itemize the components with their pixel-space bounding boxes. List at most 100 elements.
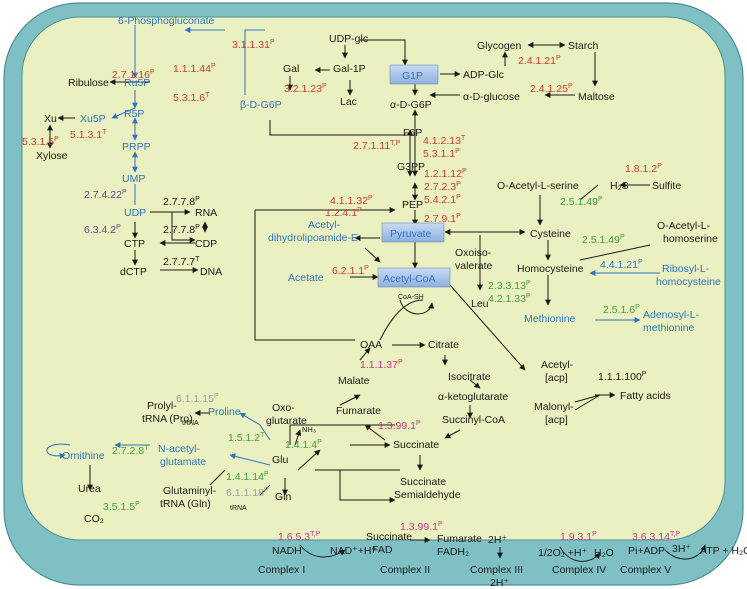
metabolite-lac: Lac [340, 96, 357, 108]
enzyme-2-7-2-8: 2.7.2.8T [112, 445, 149, 457]
acetyl-coa-box [377, 267, 451, 288]
metabolite-dna: DNA [200, 266, 222, 278]
metabolite-leu: Leu [471, 298, 489, 310]
enzyme-1-2-4-1: 1.2.4.1P [325, 207, 362, 219]
metabolite-n-acetyl-glutamate-l2: glutamate [160, 456, 206, 468]
cell-interior [21, 16, 726, 541]
metabolite-acetyl-coa: Acetyl-CoA [383, 273, 436, 285]
metabolite-fumarate-membrane: Fumarate [437, 533, 482, 545]
enzyme-5-3-1-6: 5.3.1.6T [173, 92, 210, 104]
metabolite-cdp: CDP [195, 238, 217, 250]
metabolite-acetyl-acp-l2: [acp] [545, 372, 568, 384]
enzyme-1-8-1-2: 1.8.1.2P [625, 163, 662, 175]
enzyme-2-3-3-13: 2.3.3.13P [488, 280, 531, 292]
metabolite-alpha-ketoglutarate: α-ketoglutarate [438, 391, 508, 403]
enzyme-2-7-7-7: 2.7.7.7T [163, 256, 200, 268]
enzyme-5-3-1-1: 5.3.1.1P [423, 148, 460, 160]
enzyme-1-2-1-12: 1.2.1.12P [424, 168, 467, 180]
enzyme-4-2-1-33: 4.2.1.33P [488, 293, 531, 305]
enzyme-1-6-5-3: 1.6.5.3T,P [278, 531, 321, 543]
enzyme-2-5-1-6: 2.5.1.6P [603, 304, 640, 316]
metabolite-ribosyl-homocysteine-l2: homocysteine [656, 276, 721, 288]
label-complex-i: Complex I [258, 564, 305, 576]
metabolite-r5p: R5P [124, 108, 144, 120]
enzyme-1-3-99-1-a: 1.3.99.1P [378, 420, 421, 432]
metabolite-sulfite: Sulfite [652, 180, 681, 192]
metabolite-o-acetyl-homoserine-l2: homoserine [663, 233, 718, 245]
label-complex-iii: Complex III [470, 564, 523, 576]
metabolite-fadh2: FADH₂ [437, 546, 469, 558]
metabolite-prolyl-trna-l1: Prolyl- [147, 400, 177, 412]
metabolite-ribosyl-homocysteine-l1: Ribosyl-L- [662, 263, 710, 275]
enzyme-4-4-1-21: 4.4.1.21P [600, 259, 643, 271]
metabolite-alpha-d-g6p: α-D-G6P [390, 99, 432, 111]
enzyme-2-7-1-11: 2.7.1.11T,P [353, 140, 401, 152]
metabolite-glu: Glu [272, 454, 289, 466]
enzyme-labels: 3.1.1.31P 1.1.1.44P 2.7.1.16P 5.3.1.6T 5… [22, 39, 680, 543]
enzyme-2-7-2-3: 2.7.2.3P [424, 181, 461, 193]
metabolite-ornithine: Ornithine [62, 450, 105, 462]
metabolite-beta-d-g6p: β-D-G6P [240, 99, 282, 111]
enzyme-2-4-1-21: 2.4.1.21P [518, 55, 561, 67]
metabolite-succinate: Succinate [393, 439, 439, 451]
metabolite-gln: Gln [275, 491, 292, 503]
enzyme-6-3-4-2: 6.3.4.2P [84, 224, 121, 236]
metabolite-glutaminyl-trna-l2: tRNA (Gln) [160, 498, 211, 510]
metabolite-pyruvate: Pyruvate [390, 228, 432, 240]
metabolite-xu5p: Xu5P [80, 113, 106, 125]
metabolite-atp-h2o: ATP + H₂O [700, 545, 747, 557]
metabolite-malonyl-acp-l1: Malonyl- [534, 401, 574, 413]
metabolite-oxoglutarate-l1: Oxo- [272, 402, 295, 414]
metabolite-trna-pro: tRNA [182, 420, 199, 427]
enzyme-2-5-1-49-a: 2.5.1.49P [560, 196, 603, 208]
enzyme-2-4-1-25: 2.4.1.25P [530, 83, 573, 95]
pyruvate-box [381, 222, 445, 243]
metabolite-half-o2: 1/2O₂ +H⁺ [538, 547, 587, 559]
metabolite-6-phosphogluconate: 6-Phosphogluconate [118, 15, 214, 27]
metabolite-adp-glc: ADP-Glc [463, 69, 504, 81]
metabolite-rna: RNA [195, 207, 217, 219]
metabolite-2h-bottom: 2H⁺ [490, 577, 509, 589]
enzyme-1-1-1-100: 1.1.1.100P [598, 371, 647, 383]
metabolite-pep: PEP [402, 199, 423, 211]
metabolite-nadh: NADH [272, 545, 302, 557]
metabolite-fad: FAD [372, 544, 393, 556]
metabolite-glycogen: Glycogen [477, 40, 522, 52]
enzyme-1-9-3-1: 1.9.3.1P [560, 531, 597, 543]
metabolite-proline: Proline [208, 406, 241, 418]
metabolite-adenosyl-methionine-l1: Adenosyl-L- [643, 309, 700, 321]
metabolite-udp: UDP [124, 207, 146, 219]
enzyme-1-4-1-4: 1.4.1.4P [285, 439, 322, 451]
enzyme-2-7-4-22: 2.7.4.22P [84, 189, 127, 201]
label-complex-v: Complex V [620, 564, 671, 576]
metabolite-o-acetyl-homoserine-l1: O-Acetyl-L- [657, 220, 711, 232]
metabolite-h2o: H₂O [594, 547, 614, 559]
metabolite-oxoisovalerate-l2: valerate [455, 260, 493, 272]
metabolite-acetyl-dihydrolipoamide-l2: dihydrolipoamide-E [268, 232, 358, 244]
metabolite-isocitrate: Isocitrate [448, 371, 491, 383]
metabolite-f6p: F6P [403, 127, 422, 139]
metabolite-acetate: Acetate [288, 272, 324, 284]
label-complex-ii: Complex II [380, 564, 430, 576]
metabolite-2h-top: 2H⁺ [488, 534, 507, 546]
metabolite-succinate-membrane: Succinate [366, 531, 412, 543]
metabolite-prpp: PRPP [122, 141, 151, 153]
enzyme-2-7-7-8-a: 2.7.7.8P [163, 196, 200, 208]
enzyme-1-1-1-37: 1.1.1.37P [360, 359, 403, 371]
metabolite-malate: Malate [338, 375, 370, 387]
enzyme-2-5-1-49-b: 2.5.1.49P [582, 234, 625, 246]
metabolite-homocysteine: Homocysteine [517, 263, 584, 275]
metabolite-xu: Xu [44, 113, 57, 125]
enzyme-3-5-1-5: 3.5.1.5P [103, 501, 140, 513]
enzyme-1-3-99-1-b: 1.3.99.1P [400, 521, 443, 533]
metabolite-g3pp: G3PP [397, 161, 425, 173]
metabolite-fatty-acids: Fatty acids [620, 390, 671, 402]
enzyme-6-1-1-15: 6.1.1.15P [176, 393, 219, 405]
metabolite-succinyl-coa: Succinyl-CoA [442, 414, 505, 426]
enzyme-3-2-1-23: 3.2.1.23P [284, 83, 327, 95]
metabolite-g1p: G1P [402, 70, 423, 82]
metabolite-fumarate: Fumarate [336, 405, 381, 417]
metabolite-n-acetyl-glutamate-l1: N-acetyl- [158, 443, 201, 455]
metabolite-pi-adp: Pi+ADP [628, 545, 665, 557]
